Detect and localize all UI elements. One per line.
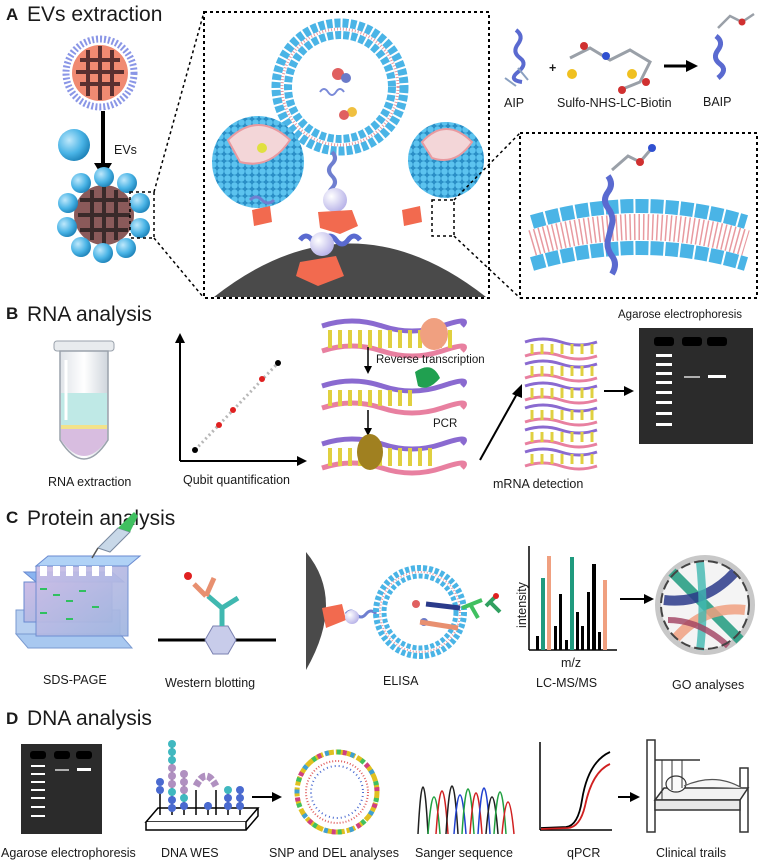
go-chord-diagram <box>655 555 755 655</box>
baip-label: BAIP <box>703 95 732 109</box>
snp-arrow-head <box>272 792 282 802</box>
panel-d: D DNA analysis Agarose electrophoresis <box>1 707 750 860</box>
lcms-label: LC-MS/MS <box>536 676 597 690</box>
zoom-box-membrane <box>431 199 455 237</box>
wes-label: DNA WES <box>161 846 219 860</box>
zoom-frame-main <box>203 11 490 299</box>
panel-b-title: RNA analysis <box>27 303 152 326</box>
qpcr-label: qPCR <box>567 846 600 860</box>
sanger-trace <box>417 785 515 835</box>
zoom-line-bottom <box>153 237 205 299</box>
membrane-detail <box>528 144 750 276</box>
agarose-label-b: Agarose electrophoresis <box>618 309 742 321</box>
rna-tube <box>53 340 115 460</box>
zoom-line-top <box>153 11 205 193</box>
zoom-detail <box>212 18 486 297</box>
panel-a-title: EVs extraction <box>27 3 162 26</box>
panel-c-letter: C <box>6 508 18 527</box>
biotin-molecule <box>567 42 652 94</box>
western-label: Western blotting <box>165 676 255 690</box>
elisa-label: ELISA <box>383 674 419 688</box>
biotin-label: Sulfo-NHS-LC-Biotin <box>557 96 672 110</box>
sds-page-apparatus <box>14 512 142 649</box>
detection-arrow <box>479 391 519 461</box>
lcms-spectrum <box>528 546 617 651</box>
synthesis-arrow-head <box>686 60 698 72</box>
plus-sign: + <box>549 61 556 75</box>
gel-arrow-head <box>624 386 634 396</box>
pcr-label: PCR <box>433 418 457 430</box>
western-blot-schematic <box>158 572 276 655</box>
reverse-transcription-label: Reverse transcription <box>376 354 485 366</box>
aip-molecule <box>504 28 529 87</box>
snp-label: SNP and DEL analyses <box>269 846 399 860</box>
circos-plot <box>294 749 380 835</box>
mrna-copies <box>524 337 598 471</box>
rna-gel <box>639 328 753 444</box>
panel-c-title: Protein analysis <box>27 507 175 530</box>
intensity-axis-label: intensity <box>515 581 529 628</box>
sanger-label: Sanger sequence <box>415 846 513 860</box>
bead-with-evs <box>57 167 150 263</box>
detection-arrow-head <box>512 384 522 398</box>
mrna-detection-label: mRNA detection <box>493 477 583 491</box>
dna-gel <box>21 744 102 834</box>
zoom-box-small <box>129 191 155 239</box>
panel-a: A EVs extraction EVs <box>6 3 758 299</box>
panel-d-letter: D <box>6 709 18 728</box>
panel-b: B RNA analysis RNA extraction Qubit quan… <box>6 303 753 491</box>
rna-extraction-label: RNA extraction <box>48 475 131 489</box>
aip-label: AIP <box>504 96 524 110</box>
clinical-label: Clinical trails <box>656 846 726 860</box>
go-label: GO analyses <box>672 678 744 692</box>
go-arrow-head <box>644 594 654 604</box>
zoom-line-membrane-top <box>453 132 521 201</box>
ev-particle <box>58 129 90 161</box>
agarose-label-d: Agarose electrophoresis <box>1 846 136 860</box>
panel-b-letter: B <box>6 304 18 323</box>
clinical-arrow-head <box>630 792 640 802</box>
qubit-plot <box>175 333 307 466</box>
hospital-bed <box>646 739 750 833</box>
panel-d-title: DNA analysis <box>27 707 152 730</box>
mz-axis-label: m/z <box>561 656 581 670</box>
qubit-label: Qubit quantification <box>183 473 290 487</box>
functionalized-bead <box>62 35 138 111</box>
sds-page-label: SDS-PAGE <box>43 673 107 687</box>
elisa-schematic <box>306 552 502 670</box>
rt-pcr-schematic <box>321 318 467 476</box>
qpcr-curves <box>539 742 612 831</box>
zoom-frame-membrane <box>519 132 758 299</box>
baip-molecule <box>712 12 755 80</box>
evs-label: EVs <box>114 143 137 157</box>
dna-wes-array <box>144 740 260 831</box>
panel-c: C Protein analysis SDS-PAGE Western blot… <box>6 507 755 692</box>
panel-a-letter: A <box>6 5 18 24</box>
